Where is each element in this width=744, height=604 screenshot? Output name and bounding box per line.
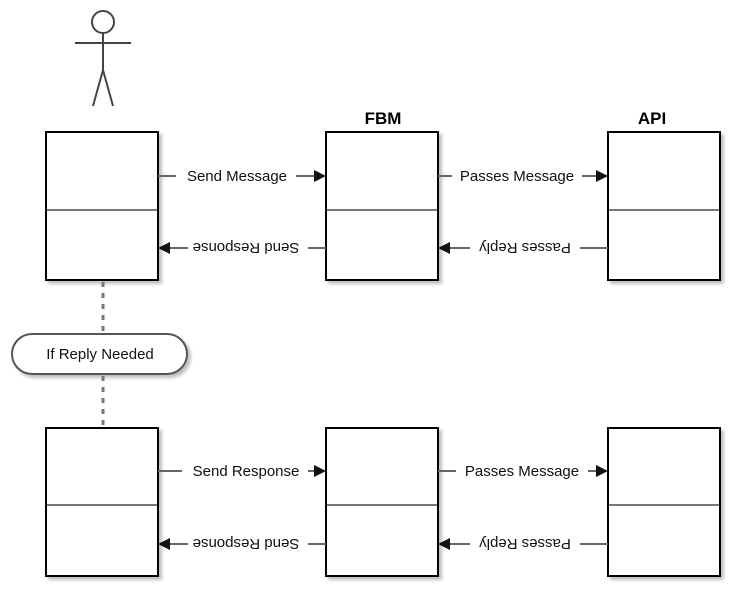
passes-reply-label-2: Passes Reply [479,535,571,552]
send-response-connector [158,465,326,477]
api-box-2[interactable] [607,427,721,577]
fbm-box-2[interactable] [325,427,439,577]
send-response-label: Send Response [193,463,300,480]
user-box-2[interactable] [45,427,159,577]
user-icon [75,10,131,107]
row-1: Send Message Send Response Passes Messag… [45,131,721,281]
send-message-label: Send Message [187,168,287,185]
row-2: Send Response Send Response Passes Messa… [45,427,721,577]
fbm-header: FBM [365,109,402,128]
passes-message-connector-2 [438,465,608,477]
passes-message-connector-1 [438,170,608,182]
passes-message-label-1: Passes Message [460,168,574,185]
api-header: API [638,109,666,128]
fbm-box-1[interactable] [325,131,439,281]
condition-label: If Reply Needed [46,346,154,363]
passes-reply-label-1: Passes Reply [479,239,571,256]
send-response-return-connector-1 [158,242,326,254]
passes-message-label-2: Passes Message [465,463,579,480]
passes-reply-connector-1 [438,242,608,254]
user-box-1[interactable] [45,131,159,281]
api-box-1[interactable] [607,131,721,281]
if-reply-needed-condition[interactable]: If Reply Needed [11,333,188,375]
passes-reply-connector-2 [438,538,608,550]
send-message-connector [158,170,326,182]
send-response-return-connector-2 [158,538,326,550]
send-response-return-label-1: Send Response [193,239,300,256]
send-response-return-label-2: Send Response [193,535,300,552]
